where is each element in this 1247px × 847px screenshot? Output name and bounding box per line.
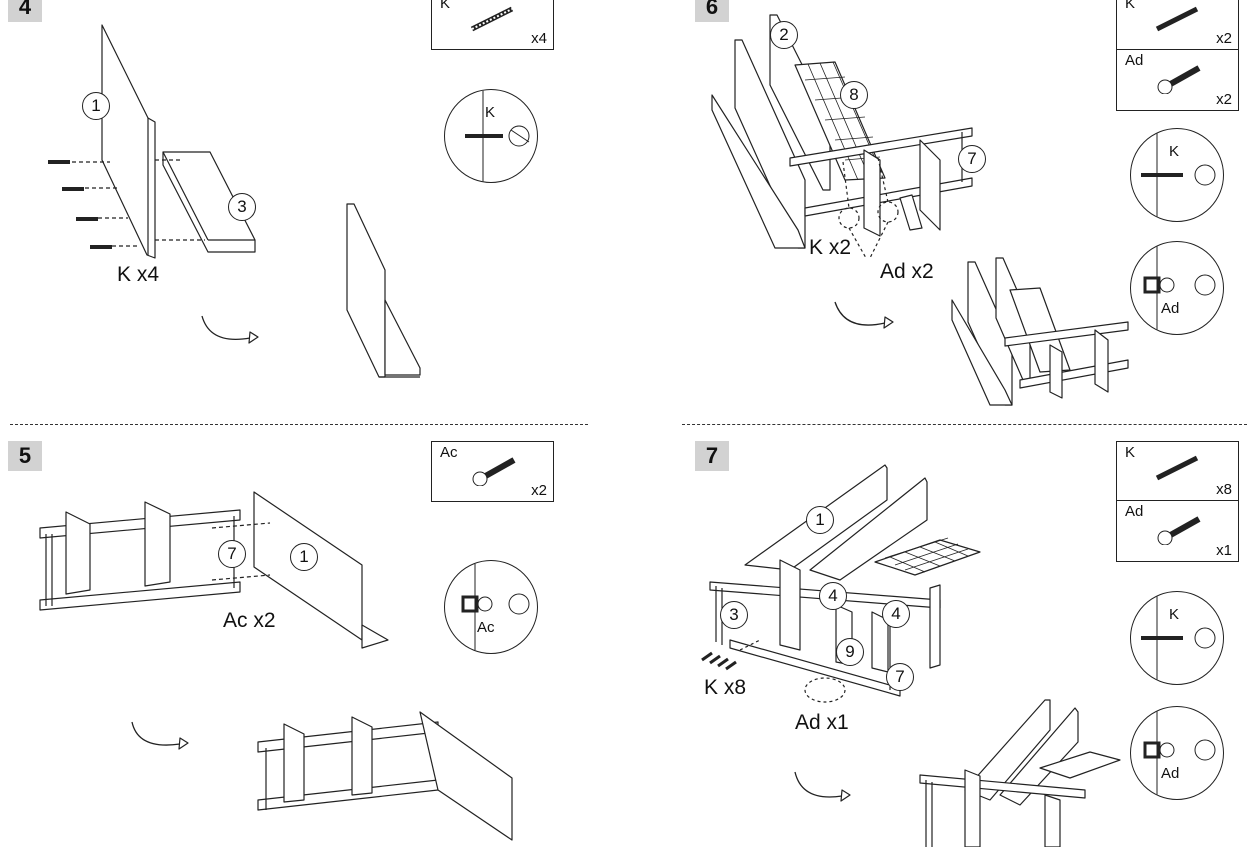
step4-side-panel — [101, 24, 156, 259]
hardware-code: Ac — [440, 444, 458, 461]
hardware-item: K x8 — [1117, 442, 1238, 501]
screw-k-icon — [470, 6, 514, 32]
step6-result — [951, 257, 1129, 406]
step-6-badge: 6 — [695, 0, 729, 22]
step-number: 7 — [705, 443, 719, 468]
step4-result — [346, 203, 421, 378]
detail-circle: K — [1130, 591, 1224, 685]
part-callout: 4 — [882, 600, 910, 628]
step7-grid-shelf — [874, 537, 981, 576]
fastener-label: K x4 — [117, 263, 160, 286]
hardware-qty: x2 — [531, 482, 547, 499]
detail-code: K — [1169, 606, 1180, 623]
step-7-hardware-box: K x8 Ad x1 — [1116, 441, 1239, 562]
step5-result — [257, 711, 513, 841]
step4-screws — [48, 160, 112, 249]
hardware-code: Ad — [1125, 503, 1144, 520]
hardware-code: K — [440, 0, 451, 12]
screw-ad-icon — [1157, 65, 1201, 94]
hardware-qty: x4 — [531, 30, 547, 47]
hardware-code: Ad — [1125, 52, 1144, 69]
part-callout: 3 — [720, 601, 748, 629]
step-5-badge: 5 — [8, 441, 42, 471]
part-callout: 7 — [886, 663, 914, 691]
hardware-qty: x8 — [1216, 481, 1232, 498]
section-divider — [10, 424, 588, 425]
detail-circle: K — [444, 89, 538, 183]
detail-code: K — [485, 104, 496, 121]
section-divider — [682, 424, 1247, 425]
screw-k-icon — [1155, 455, 1199, 481]
screw-ac-icon — [472, 457, 516, 486]
screwdriver-detail-icon — [1141, 129, 1216, 221]
detail-circle: Ad — [1130, 706, 1224, 800]
step-number: 4 — [18, 0, 32, 19]
screwdriver-detail-icon — [1143, 707, 1216, 799]
step6-panels — [711, 14, 831, 249]
detail-circle: K — [1130, 128, 1224, 222]
part-callout: 7 — [958, 145, 986, 173]
step6-frame — [789, 127, 973, 237]
part-callout: 3 — [228, 193, 256, 221]
fastener-label: Ac x2 — [223, 609, 276, 632]
step4-screw-guides — [72, 159, 205, 247]
step-4-hardware-box: K x4 — [431, 0, 554, 50]
hardware-item: Ad x1 — [1117, 501, 1238, 561]
screwdriver-detail-icon — [461, 561, 530, 653]
screwdriver-detail-icon — [465, 90, 530, 182]
hardware-code: K — [1125, 444, 1136, 461]
detail-circle: Ac — [444, 560, 538, 654]
hardware-item: Ac x2 — [432, 442, 553, 501]
hardware-item: K x2 — [1117, 0, 1238, 50]
part-callout: 1 — [290, 543, 318, 571]
step-5-hardware-box: Ac x2 — [431, 441, 554, 502]
fastener-label: Ad x1 — [795, 711, 849, 734]
step-6-hardware-box: K x2 Ad x2 — [1116, 0, 1239, 111]
screw-k-icon — [1155, 6, 1199, 32]
screw-ad-icon — [1157, 516, 1201, 545]
fastener-label: K x2 — [809, 236, 852, 259]
part-callout: 1 — [806, 506, 834, 534]
detail-code: Ad — [1161, 765, 1180, 782]
step-7-badge: 7 — [695, 441, 729, 471]
fastener-label: Ad x2 — [880, 260, 934, 283]
hardware-item: Ad x2 — [1117, 50, 1238, 110]
hardware-qty: x2 — [1216, 91, 1232, 108]
hardware-item: K x4 — [432, 0, 553, 49]
part-callout: 9 — [836, 638, 864, 666]
part-callout: 4 — [819, 582, 847, 610]
part-callout: 7 — [218, 540, 246, 568]
part-callout: 1 — [82, 92, 110, 120]
step4-shelf-panel — [162, 151, 256, 253]
detail-code: Ad — [1161, 300, 1180, 317]
detail-code: K — [1169, 143, 1180, 160]
step7-result — [919, 699, 1121, 847]
hardware-code: K — [1125, 0, 1136, 12]
step-4-badge: 4 — [8, 0, 42, 22]
step5-frame — [39, 501, 241, 611]
hardware-qty: x1 — [1216, 542, 1232, 559]
hardware-qty: x2 — [1216, 30, 1232, 47]
screwdriver-detail-icon — [1141, 592, 1216, 684]
fastener-label: K x8 — [704, 676, 747, 699]
detail-code: Ac — [477, 619, 495, 636]
part-callout: 2 — [770, 21, 798, 49]
step-number: 5 — [18, 443, 32, 468]
step-number: 6 — [705, 0, 719, 19]
detail-circle: Ad — [1130, 241, 1224, 335]
part-callout: 8 — [840, 81, 868, 109]
screwdriver-detail-icon — [1143, 242, 1216, 334]
